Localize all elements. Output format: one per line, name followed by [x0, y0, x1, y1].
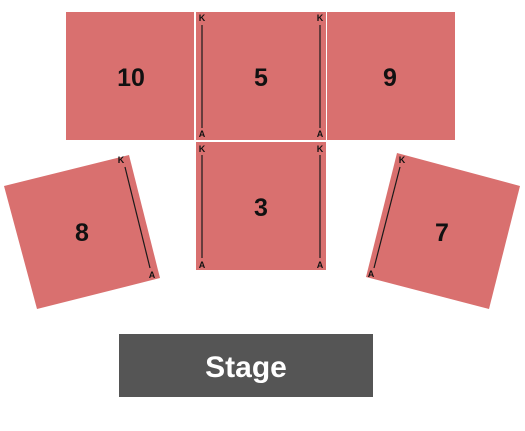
section-3-label: 3 [254, 194, 268, 222]
section-5-area[interactable] [196, 12, 326, 140]
section-8-area[interactable] [4, 155, 160, 309]
section-10[interactable]: 10 [66, 12, 194, 140]
section-10-area[interactable] [66, 12, 194, 140]
section-5-row-a-right: A [317, 129, 324, 139]
section-9[interactable]: 9 [327, 12, 455, 140]
section-3-row-k-left: K [199, 144, 206, 154]
section-10-label: 10 [117, 64, 145, 92]
stage: Stage [119, 334, 373, 397]
section-7-row-a: A [368, 269, 375, 279]
section-8-label: 8 [75, 219, 89, 247]
section-3[interactable]: K A K A 3 [196, 142, 326, 270]
section-3-row-a-right: A [317, 260, 324, 270]
section-5-row-k-left: K [199, 13, 206, 23]
section-8-row-a: A [149, 270, 156, 280]
section-8-row-line [124, 166, 151, 269]
section-5[interactable]: K A K A 5 [196, 12, 326, 140]
section-5-label: 5 [254, 64, 268, 92]
section-9-area[interactable] [327, 12, 455, 140]
section-7-label: 7 [435, 219, 449, 247]
stage-area [119, 334, 373, 397]
section-8[interactable]: K A 8 [4, 155, 160, 309]
section-7-row-k: K [399, 155, 406, 165]
section-3-row-k-right: K [317, 144, 324, 154]
section-9-label: 9 [383, 64, 397, 92]
section-5-row-a-left: A [199, 129, 206, 139]
section-7-row-line [373, 166, 401, 269]
section-7[interactable]: K A 7 [366, 153, 520, 309]
section-3-row-a-left: A [199, 260, 206, 270]
section-3-area[interactable] [196, 142, 326, 270]
section-5-row-k-right: K [317, 13, 324, 23]
stage-label: Stage [205, 351, 287, 384]
section-8-row-k: K [118, 155, 125, 165]
section-7-area[interactable] [366, 153, 520, 309]
